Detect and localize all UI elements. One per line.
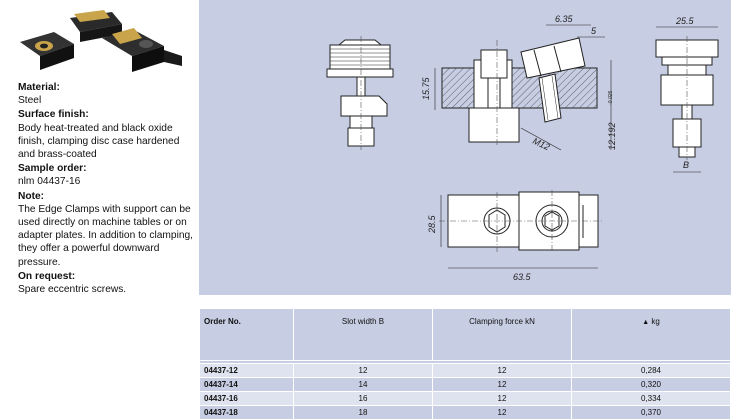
material-value: Steel [18,95,42,107]
technical-drawing: 6.35 5 25.5 15.75 M12 12.192 -0.025 B 28… [199,0,731,295]
cell-order-no: 04437-18 [199,405,294,420]
dim-25-5: 25.5 [675,16,695,26]
dim-6-35: 6.35 [555,14,574,24]
cell-order-no: 04437-16 [199,391,294,406]
table-row: 04437-12 12 12 0,284 [199,363,731,378]
drawing-svg: 6.35 5 25.5 15.75 M12 12.192 -0.025 B 28… [326,14,719,282]
dim-b: B [683,160,689,170]
on-request-value: Spare eccentric screws. [18,284,127,296]
sample-order-value: nlm 04437-16 [18,176,81,188]
cell-weight: 0,334 [571,391,731,406]
on-request-label: On request: [18,270,76,282]
dim-63-5: 63.5 [513,272,532,282]
note-label: Note: [18,190,45,202]
note-value: The Edge Clamps with support can be used… [18,203,193,268]
dim-5: 5 [591,26,597,36]
dim-tolerance: -0.025 [608,91,614,105]
table-row: 04437-18 18 12 0,370 [199,405,731,420]
table-row: 04437-14 14 12 0,320 [199,377,731,392]
cell-clamping-force: 12 [432,377,572,392]
material-label: Material: [18,82,60,93]
dim-15-75: 15.75 [421,76,431,100]
cell-weight: 0,284 [571,363,731,378]
table-row: 04437-16 16 12 0,334 [199,391,731,406]
cell-slot-width: 12 [293,363,433,378]
header-weight-label: kg [651,317,660,326]
section-view [441,37,598,143]
cell-slot-width: 14 [293,377,433,392]
dim-m12: M12 [531,136,551,152]
side-view-knurled [326,39,394,147]
edge-clamp-image [20,10,182,72]
cell-weight: 0,320 [571,377,731,392]
dim-28-5: 28.5 [427,214,437,234]
table-header-row: Order No. Slot width B Clamping force kN… [199,308,731,361]
dim-12-192: 12.192 [607,122,617,150]
header-slot-width: Slot width B [293,308,433,361]
cell-slot-width: 16 [293,391,433,406]
sample-order-label: Sample order: [18,163,87,175]
cell-slot-width: 18 [293,405,433,420]
finish-label: Surface finish: [18,109,89,121]
header-clamping-force: Clamping force kN [432,308,572,361]
cell-weight: 0,370 [571,405,731,420]
product-photo [14,6,186,80]
cell-clamping-force: 12 [432,405,572,420]
weight-icon: ▲ [642,319,650,326]
cell-order-no: 04437-14 [199,377,294,392]
header-order-no: Order No. [199,308,294,361]
header-weight: ▲ kg [571,308,731,361]
cell-order-no: 04437-12 [199,363,294,378]
spec-table: Order No. Slot width B Clamping force kN… [199,308,731,420]
finish-value: Body heat-treated and black oxide finish… [18,122,180,161]
cell-clamping-force: 12 [432,391,572,406]
cell-clamping-force: 12 [432,363,572,378]
product-description: Material: Steel Surface finish: Body hea… [18,80,198,297]
